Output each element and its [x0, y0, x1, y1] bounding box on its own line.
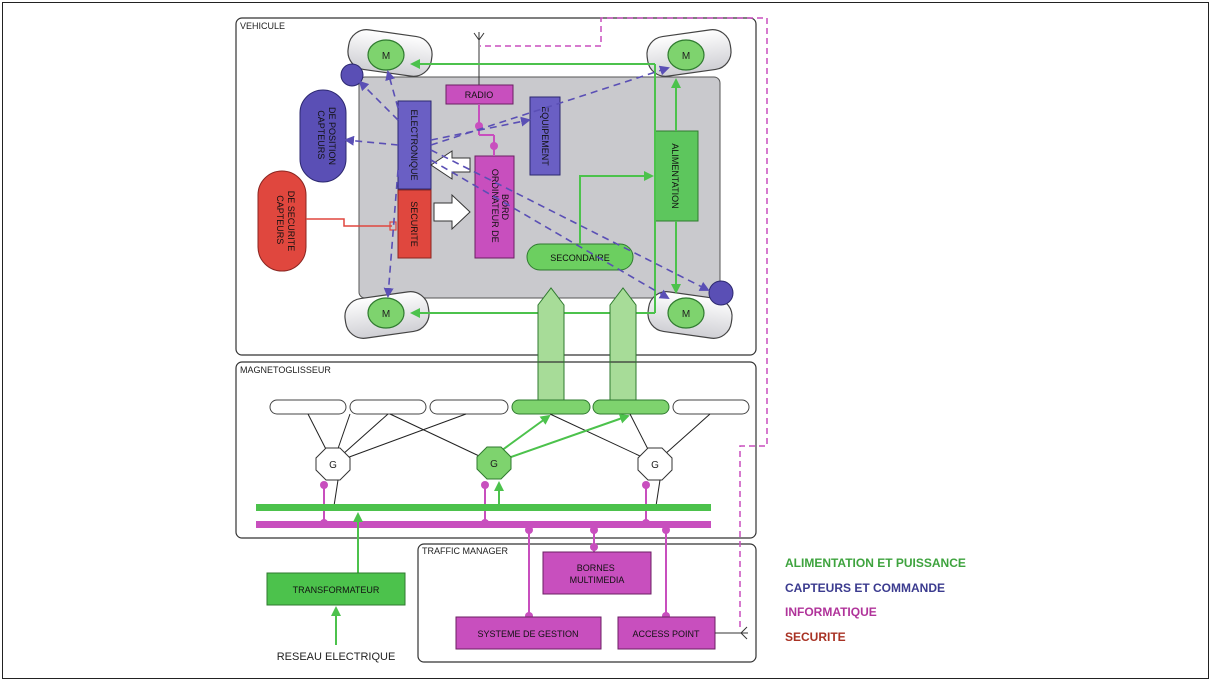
sensor-circle-bottom-right	[708, 280, 734, 306]
motor-bottom-right: M	[667, 297, 705, 329]
securite-link	[306, 218, 392, 227]
track-segment	[672, 399, 750, 415]
generator-right: G	[637, 447, 673, 481]
power-bus	[256, 504, 711, 511]
svg-text:M: M	[382, 309, 390, 320]
bornes-multimedia-box: BORNES MULTIMEDIA	[542, 551, 652, 595]
svg-text:EQUIPEMENT: EQUIPEMENT	[540, 106, 550, 166]
svg-text:ALIMENTATION: ALIMENTATION	[670, 143, 680, 208]
ordinateur-box: ORDINATEUR DE BORD	[474, 155, 515, 259]
motor-bottom-left: M	[367, 297, 405, 329]
svg-text:M: M	[682, 51, 690, 62]
capteurs-position: CAPTEURS DE POSITION	[299, 89, 347, 183]
legend-alimentation: ALIMENTATION ET PUISSANCE	[785, 556, 966, 570]
svg-text:ACCESS POINT: ACCESS POINT	[632, 629, 700, 639]
svg-text:M: M	[382, 51, 390, 62]
equipement-box: EQUIPEMENT	[529, 96, 561, 176]
svg-text:CAPTEURS DE POSITION: CAPTEURS DE POSITION	[316, 107, 337, 165]
legend-securite: SECURITE	[785, 630, 846, 644]
generator-power-wiring	[493, 413, 630, 464]
motor-top-left: M	[367, 39, 405, 71]
svg-text:CAPTEURS DE SECURITE: CAPTEURS DE SECURITE	[275, 191, 296, 252]
generator-data-links	[323, 483, 647, 524]
vehicle-control-lines	[344, 65, 710, 300]
track-segments	[269, 399, 750, 415]
svg-text:RADIO: RADIO	[465, 90, 494, 100]
magneto-title: MAGNETOGLISSEUR	[240, 365, 331, 375]
svg-text:M: M	[682, 309, 690, 320]
sensor-circle-top-left	[340, 63, 364, 87]
systeme-gestion-box: SYSTEME DE GESTION	[455, 616, 602, 650]
wireless-link	[480, 17, 768, 627]
transformateur-box: TRANSFORMATEUR	[266, 572, 406, 606]
alimentation-box: ALIMENTATION	[654, 130, 699, 222]
generator-left: G	[315, 447, 351, 481]
securite-ordinateur-arrow	[433, 193, 471, 231]
vehicule-title: VEHICULE	[240, 21, 285, 31]
track-segment	[429, 399, 509, 415]
svg-text:G: G	[490, 459, 498, 470]
legend-informatique: INFORMATIQUE	[785, 605, 877, 619]
legend-capteurs: CAPTEURS ET COMMANDE	[785, 581, 946, 595]
capteurs-securite: CAPTEURS DE SECURITE	[257, 170, 307, 272]
track-segment-active	[592, 399, 670, 415]
svg-text:BORNES MULTIMEDIA: BORNES MULTIMEDIA	[570, 563, 625, 585]
access-point-antenna-icon	[715, 626, 748, 640]
motor-top-right: M	[667, 39, 705, 71]
svg-text:SECONDAIRE: SECONDAIRE	[550, 253, 610, 263]
vehicle-antenna-icon	[473, 32, 485, 86]
electronique-box: ELECTRONIQUE	[397, 100, 432, 190]
magneto-section	[235, 361, 757, 539]
secondaire-box: SECONDAIRE	[526, 243, 634, 271]
track-segment	[269, 399, 347, 415]
svg-text:ELECTRONIQUE: ELECTRONIQUE	[409, 109, 419, 180]
traffic-title: TRAFFIC MANAGER	[422, 546, 509, 556]
svg-text:TRANSFORMATEUR: TRANSFORMATEUR	[293, 585, 380, 595]
chassis	[358, 76, 721, 299]
generator-center: G	[476, 446, 512, 480]
svg-text:SYSTEME DE GESTION: SYSTEME DE GESTION	[477, 629, 578, 639]
svg-text:G: G	[329, 460, 337, 471]
track-segment	[349, 399, 427, 415]
radio-box: RADIO	[445, 84, 514, 105]
securite-box: SECURITE	[397, 189, 432, 259]
svg-text:SECURITE: SECURITE	[409, 201, 419, 247]
svg-text:G: G	[651, 460, 659, 471]
svg-text:ORDINATEUR DE BORD: ORDINATEUR DE BORD	[490, 169, 510, 245]
electronique-ordinateur-arrow	[430, 150, 471, 180]
access-point-box: ACCESS POINT	[617, 616, 716, 650]
reseau-electrique-label: RESEAU ELECTRIQUE	[277, 651, 396, 663]
track-segment-active	[511, 399, 591, 415]
traffic-section	[417, 543, 757, 663]
